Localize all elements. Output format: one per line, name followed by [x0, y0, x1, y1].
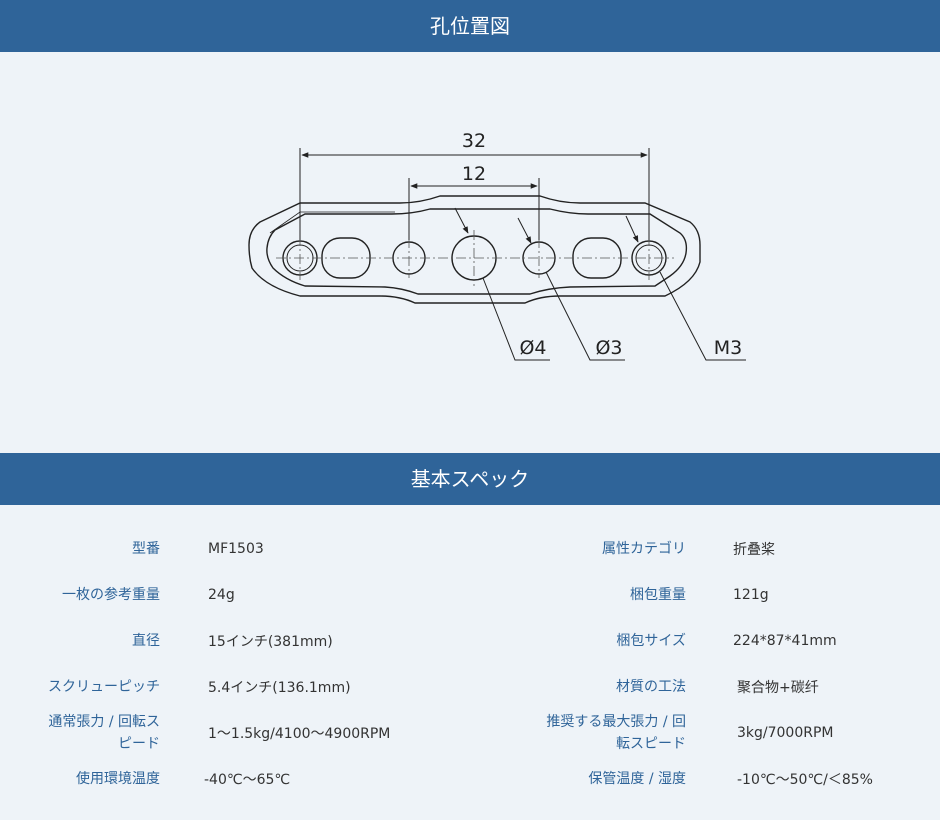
- spec-label: 保管温度 / 湿度: [588, 771, 686, 787]
- callout-label-m3: M3: [714, 337, 742, 359]
- callout-label-4mm: Ø4: [519, 337, 546, 359]
- hole-position-title: 孔位置図: [430, 14, 510, 38]
- spec-value: 聚合物+碳纤: [737, 680, 819, 696]
- basic-spec-title: 基本スペック: [410, 467, 530, 491]
- spec-label: 通常張力 / 回転スピード: [48, 714, 160, 752]
- dimension-label-inner: 12: [462, 163, 486, 185]
- spec-label: 梱包サイズ: [616, 633, 686, 649]
- spec-label: 直径: [132, 633, 160, 649]
- spec-table: 型番 MF1503 属性カテゴリ 折叠桨 一枚の参考重量 24g 梱包重量 12…: [0, 505, 940, 820]
- spec-value: 121g: [733, 587, 769, 603]
- spec-value: 224*87*41mm: [733, 633, 837, 649]
- spec-value: 15インチ(381mm): [208, 634, 333, 650]
- spec-value: 折叠桨: [733, 542, 775, 558]
- spec-value: MF1503: [208, 541, 264, 557]
- spec-value: 24g: [208, 587, 235, 603]
- spec-value: -10℃～50℃/＜85%: [737, 772, 873, 788]
- callout-label-3mm: Ø3: [595, 337, 622, 359]
- plate-outline: [248, 195, 701, 304]
- spec-label: 梱包重量: [630, 587, 686, 603]
- spec-label: 推奨する最大張力 / 回転スピード: [546, 714, 686, 752]
- dimension-label-outer: 32: [462, 130, 486, 152]
- spec-label: 型番: [132, 541, 160, 557]
- spec-value: 1～1.5kg/4100～4900RPM: [208, 726, 391, 742]
- spec-value: 5.4インチ(136.1mm): [208, 680, 351, 696]
- spec-label: 材質の工法: [616, 679, 686, 695]
- basic-spec-banner: 基本スペック: [0, 453, 940, 505]
- spec-value: -40℃～65℃: [204, 772, 291, 788]
- spec-label: 属性カテゴリ: [602, 541, 686, 557]
- hole-position-banner: 孔位置図: [0, 0, 940, 52]
- spec-label: 一枚の参考重量: [62, 587, 160, 603]
- hole-position-diagram: 32 12 Ø4 Ø3 M3: [248, 130, 746, 361]
- spec-value: 3kg/7000RPM: [737, 725, 834, 741]
- spec-label: スクリューピッチ: [48, 679, 160, 695]
- plate-inner-outline: [266, 208, 688, 295]
- spec-label: 使用環境温度: [76, 771, 160, 787]
